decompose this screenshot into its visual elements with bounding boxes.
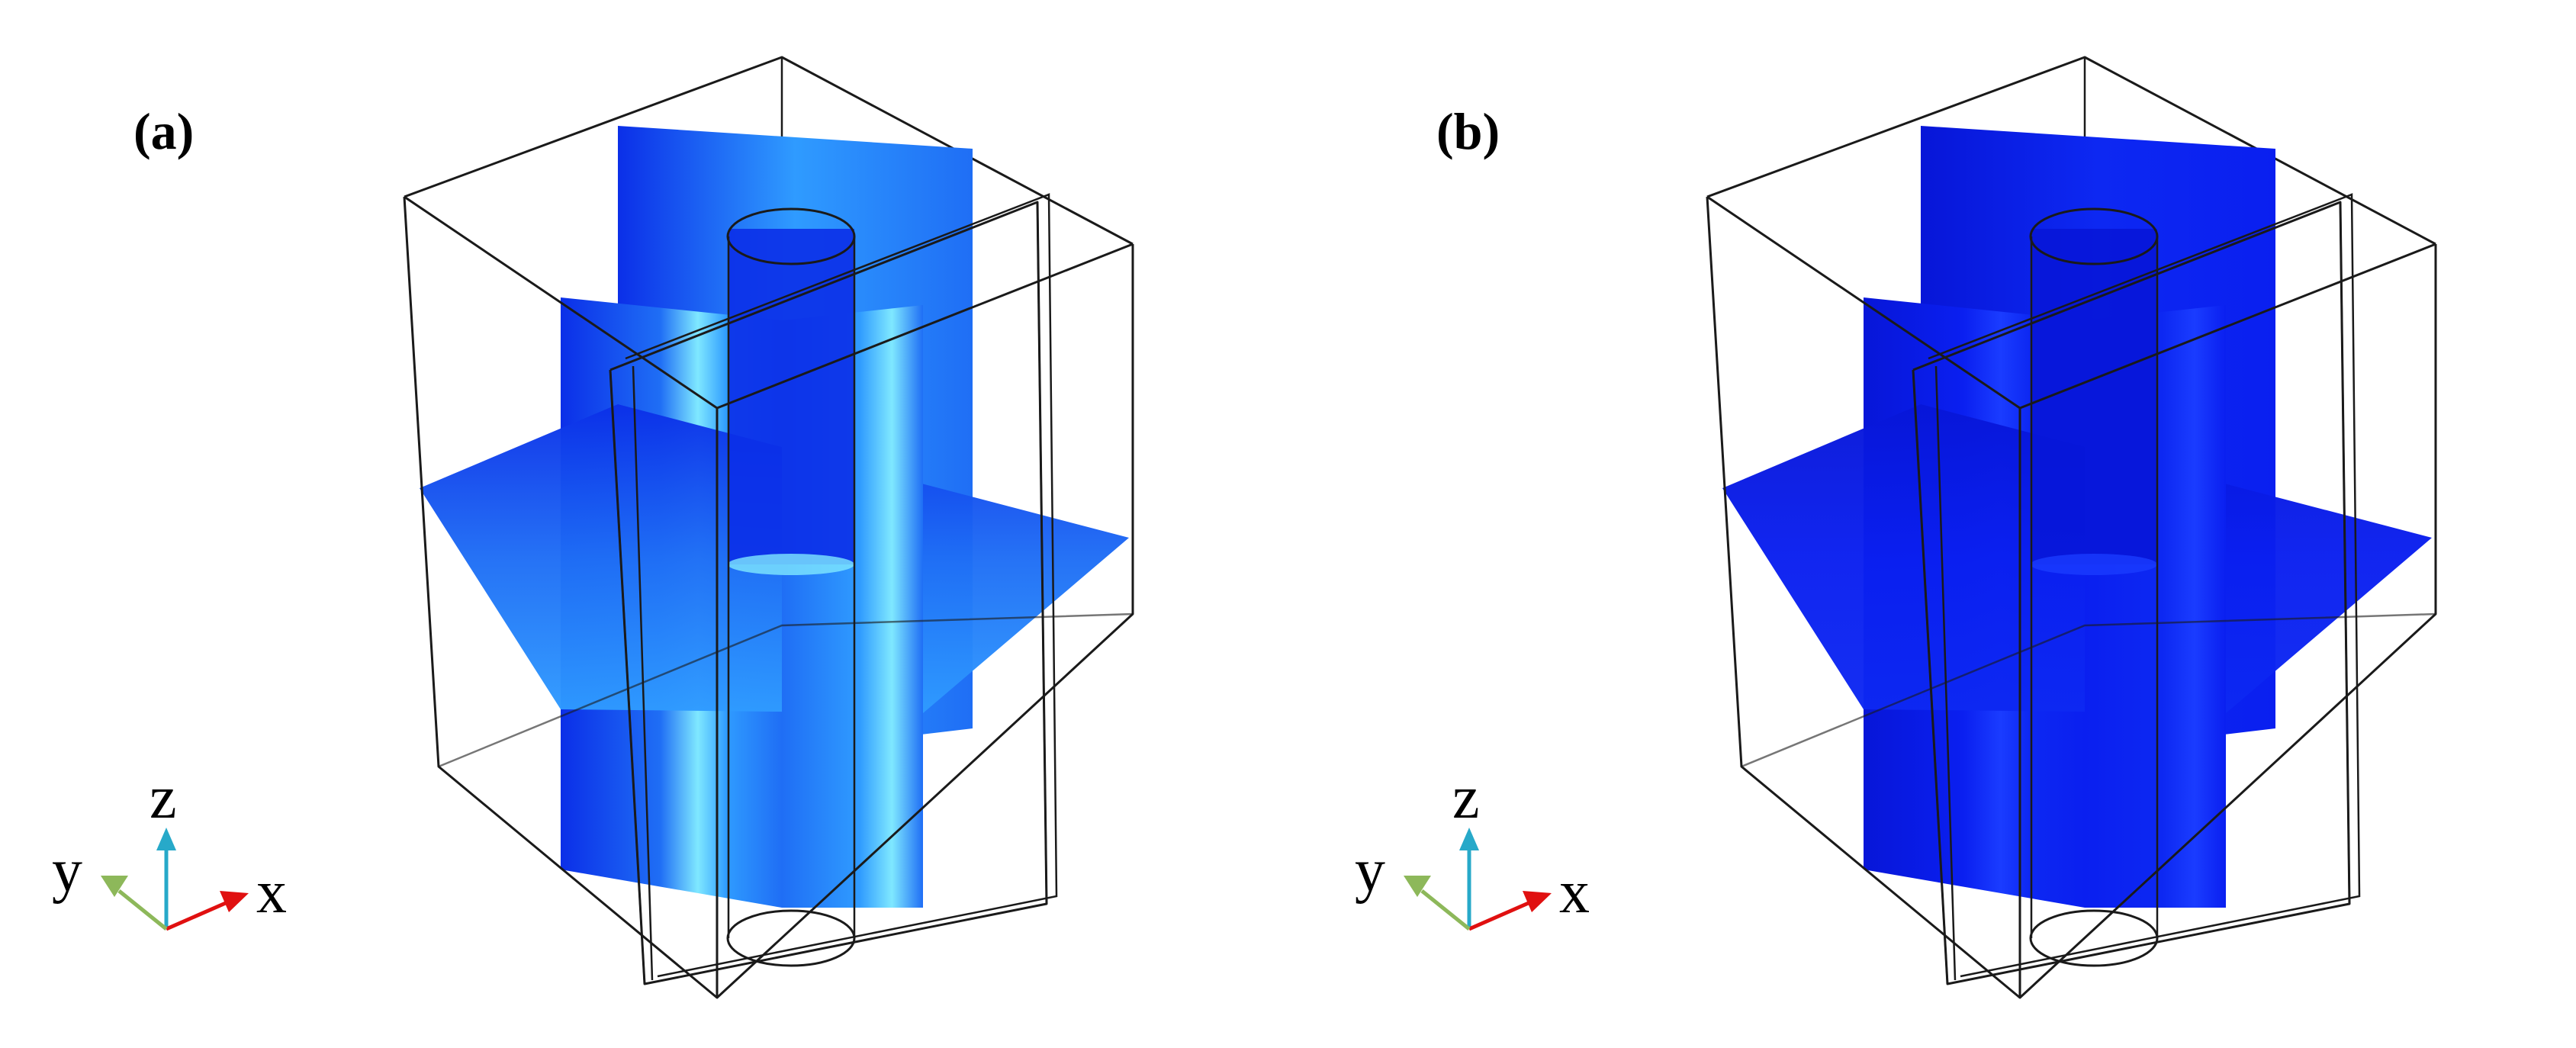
axis-label-x: x xyxy=(1559,859,1590,926)
axis-label-z: z xyxy=(1452,764,1480,831)
panel-a: (a) z x y xyxy=(52,56,1134,999)
axis-label-x: x xyxy=(256,859,287,926)
cylinder-rod xyxy=(728,229,854,564)
axis-triad-b: z x y xyxy=(1355,764,1590,931)
panel-b: (b) z x y xyxy=(1355,56,2437,999)
axis-triad-a: z x y xyxy=(52,764,287,931)
axis-label-y: y xyxy=(52,837,82,905)
panel-label-a: (a) xyxy=(133,102,194,160)
axis-label-z: z xyxy=(150,764,177,831)
panel-label-b: (b) xyxy=(1436,102,1500,160)
cylinder-rod xyxy=(2031,229,2157,564)
axis-label-y: y xyxy=(1355,837,1385,905)
